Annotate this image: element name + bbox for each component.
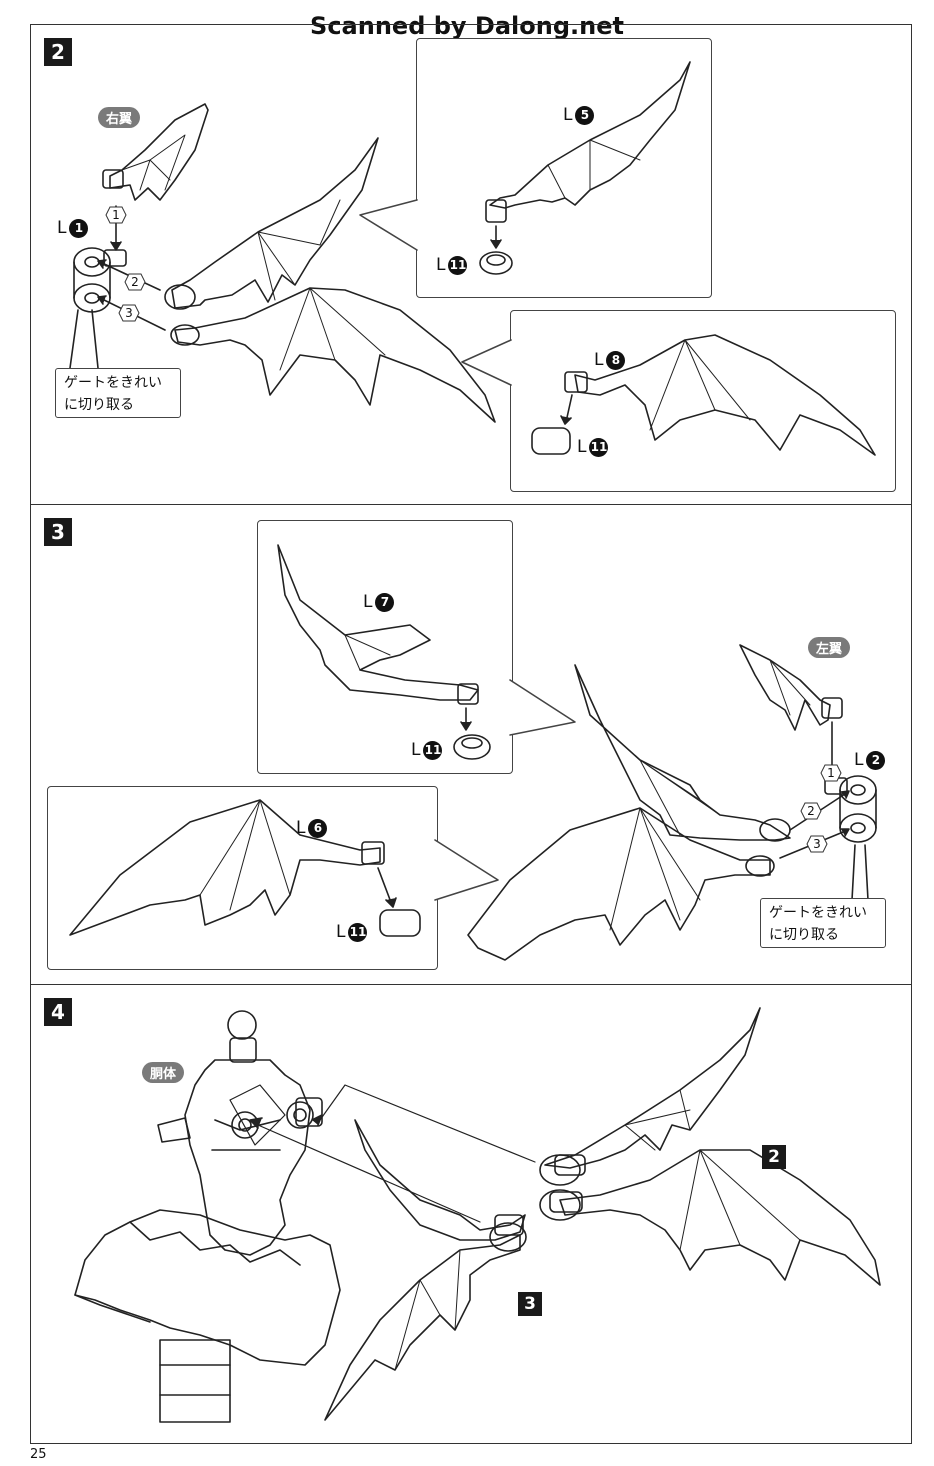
section-divider-2-3 <box>30 504 912 505</box>
thumb-wing-shape <box>109 103 209 201</box>
assembled-right-wing <box>544 1007 761 1169</box>
gate-note-s3: ゲートをきれいに切り取る <box>760 898 886 948</box>
left-wing-tag: 左翼 <box>808 637 851 658</box>
right-lower-wing <box>174 287 496 423</box>
right-wing-tag: 右翼 <box>98 107 141 128</box>
gate-note: ゲートをきれいに切り取る <box>55 368 181 418</box>
seq-1: 1 <box>105 206 127 224</box>
callout-part-l7 <box>257 520 513 774</box>
scan-watermark: Scanned by Dalong.net <box>310 12 624 40</box>
callout-part-l5 <box>416 38 712 298</box>
section-divider-3-4 <box>30 984 912 985</box>
step-3-badge: 3 <box>44 518 72 546</box>
ref-badge-3: 3 <box>518 1292 542 1316</box>
step-4-badge: 4 <box>44 998 72 1026</box>
assembled-left-lower <box>324 1234 521 1421</box>
step-2-badge: 2 <box>44 38 72 66</box>
seq-2: 2 <box>124 273 146 291</box>
seq-3-s3: 3 <box>806 835 828 853</box>
page-number: 25 <box>30 1447 47 1462</box>
page-frame <box>30 24 912 1444</box>
seq-3: 3 <box>118 304 140 322</box>
left-lower-wing <box>467 807 771 961</box>
callout-wing-l6 <box>69 799 381 936</box>
skirt <box>74 1209 341 1366</box>
assembled-right-lower <box>559 1149 881 1286</box>
torso-body <box>184 1059 311 1256</box>
callout-part-l8 <box>510 310 896 492</box>
seq-2-s3: 2 <box>800 802 822 820</box>
callout-wing-l5 <box>489 61 691 209</box>
ref-badge-2: 2 <box>762 1145 786 1169</box>
seq-1-s3: 1 <box>820 764 842 782</box>
callout-wing-l8 <box>574 334 876 456</box>
callout-part-l6 <box>47 786 438 970</box>
assembled-left-wing <box>354 1119 526 1241</box>
callout-wing-l7 <box>277 544 479 701</box>
torso-tag: 胴体 <box>142 1062 185 1083</box>
thumb-left-wing <box>739 644 831 731</box>
